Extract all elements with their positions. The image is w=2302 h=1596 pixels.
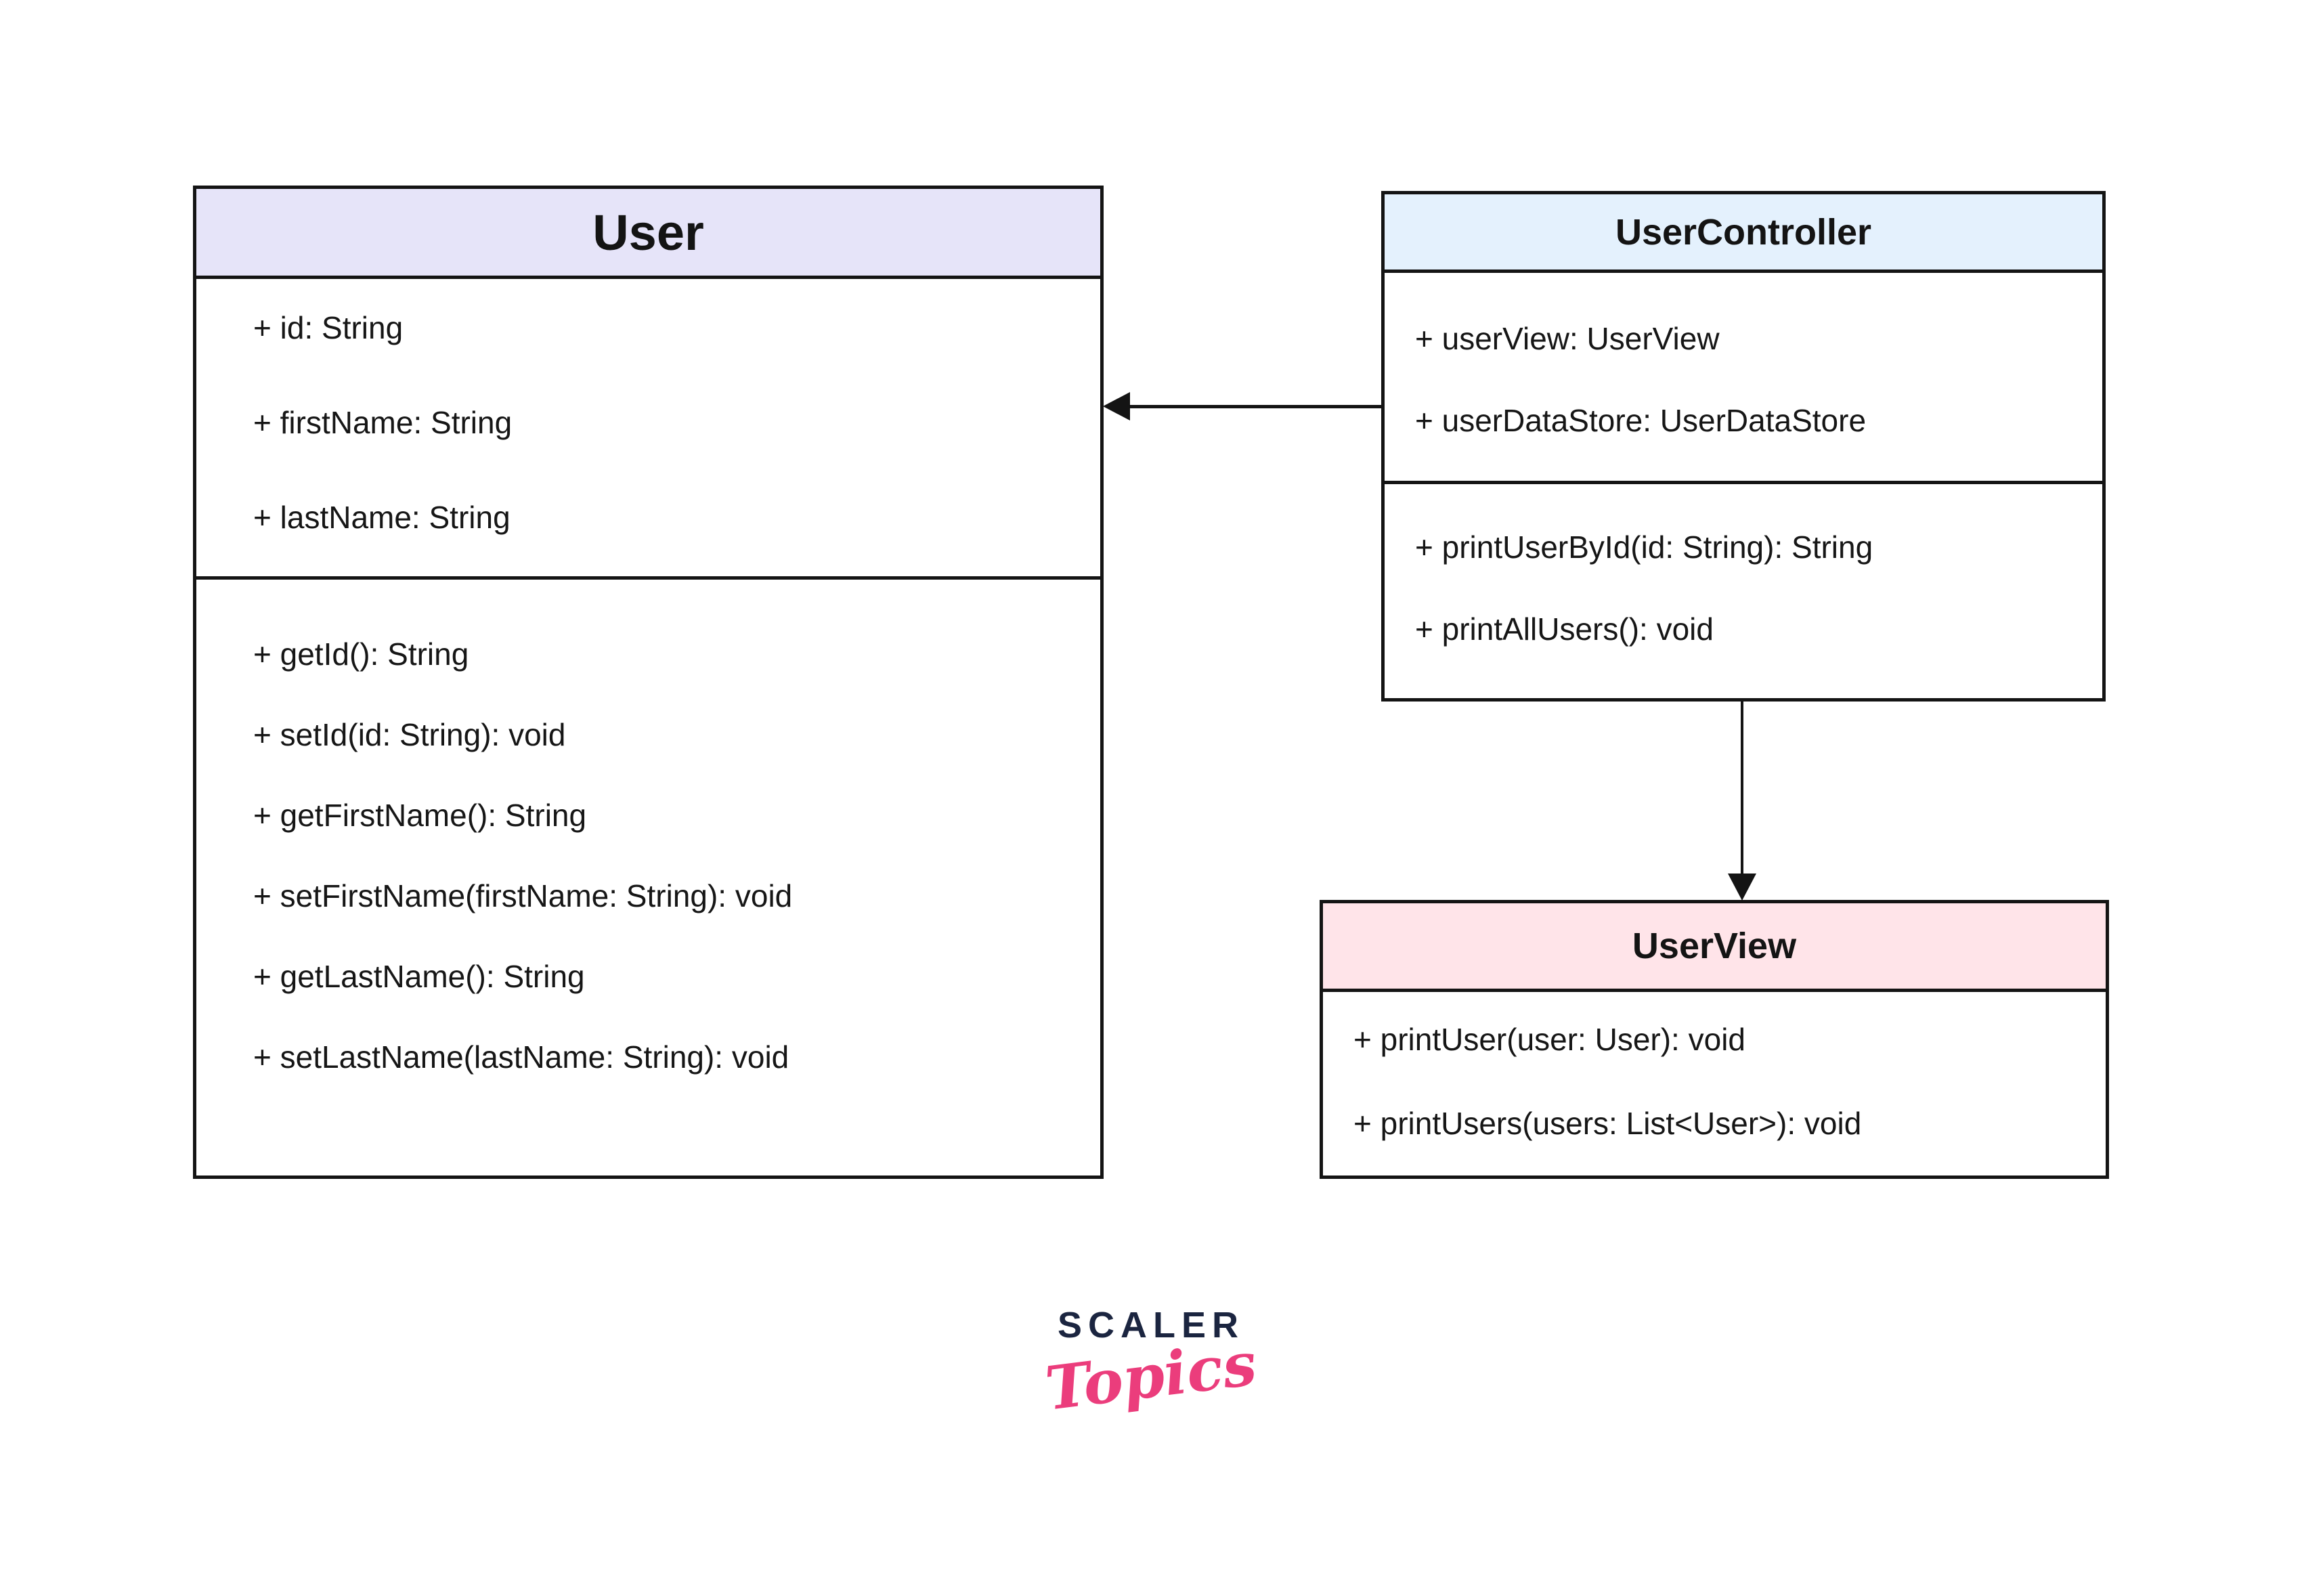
class-title-userview: UserView	[1632, 926, 1797, 966]
method: + printUserById(id: String): String	[1415, 529, 1873, 565]
attribute: + lastName: String	[253, 500, 511, 535]
class-title-user: User	[592, 204, 704, 261]
scaler-logo-text: SCALER	[1057, 1305, 1244, 1345]
class-box-user: User + id: String + firstName: String + …	[193, 186, 1104, 1179]
method: + getLastName(): String	[253, 958, 585, 994]
method: + setFirstName(firstName: String): void	[253, 878, 793, 913]
method: + getFirstName(): String	[253, 797, 587, 833]
attribute: + firstName: String	[253, 405, 513, 440]
arrowhead-down-icon	[1728, 874, 1756, 901]
class-title-usercontroller: UserController	[1615, 211, 1872, 253]
usercontroller-methods-compartment: + printUserById(id: String): String + pr…	[1385, 484, 2102, 698]
arrowhead-left-icon	[1103, 392, 1130, 420]
class-header-usercontroller: UserController	[1385, 194, 2102, 273]
userview-methods-compartment: + printUser(user: User): void + printUse…	[1323, 992, 2106, 1176]
method: + getId(): String	[253, 636, 469, 672]
attribute: + userDataStore: UserDataStore	[1415, 402, 1867, 438]
attribute: + userView: UserView	[1415, 320, 1720, 356]
association-line-controller-to-user	[1127, 405, 1381, 408]
usercontroller-attributes-compartment: + userView: UserView + userDataStore: Us…	[1385, 273, 2102, 484]
class-box-userview: UserView + printUser(user: User): void +…	[1320, 900, 2109, 1179]
association-line-controller-to-userview	[1741, 702, 1743, 876]
user-methods-compartment: + getId(): String + setId(id: String): v…	[196, 580, 1100, 1176]
user-attributes-compartment: + id: String + firstName: String + lastN…	[196, 279, 1100, 580]
method: + printUser(user: User): void	[1353, 1022, 1745, 1057]
scaler-topics-logo: SCALER Topics	[975, 1304, 1327, 1424]
method: + setLastName(lastName: String): void	[253, 1039, 789, 1075]
class-header-user: User	[196, 189, 1100, 279]
attribute: + id: String	[253, 310, 404, 345]
method: + setId(id: String): void	[253, 716, 566, 752]
method: + printUsers(users: List<User>): void	[1353, 1106, 1862, 1141]
method: + printAllUsers(): void	[1415, 611, 1714, 647]
class-header-userview: UserView	[1323, 903, 2106, 992]
class-box-usercontroller: UserController + userView: UserView + us…	[1381, 191, 2106, 702]
